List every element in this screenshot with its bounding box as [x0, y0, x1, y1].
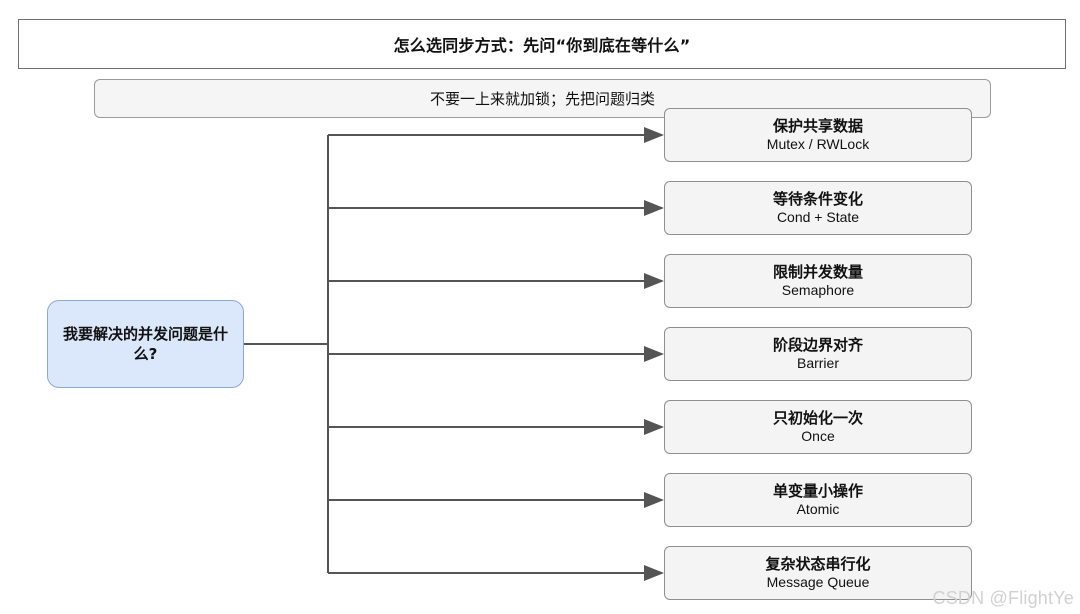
- branch-title-2: 等待条件变化: [772, 189, 863, 208]
- branch-box-3: 限制并发数量 Semaphore: [664, 254, 972, 308]
- branch-title-7: 复杂状态串行化: [765, 554, 871, 573]
- branch-box-6: 单变量小操作 Atomic: [664, 473, 972, 527]
- branch-subtitle-6: Atomic: [796, 501, 840, 518]
- branch-box-7: 复杂状态串行化 Message Queue: [664, 546, 972, 600]
- branch-box-1: 保护共享数据 Mutex / RWLock: [664, 108, 972, 162]
- branch-box-4: 阶段边界对齐 Barrier: [664, 327, 972, 381]
- branch-title-3: 限制并发数量: [772, 262, 863, 281]
- branch-subtitle-7: Message Queue: [766, 574, 870, 591]
- title-box: 怎么选同步方式：先问“你到底在等什么”: [18, 19, 1066, 69]
- branch-subtitle-3: Semaphore: [781, 282, 855, 299]
- branch-subtitle-1: Mutex / RWLock: [766, 136, 870, 153]
- branch-box-5: 只初始化一次 Once: [664, 400, 972, 454]
- branch-box-2: 等待条件变化 Cond + State: [664, 181, 972, 235]
- branch-subtitle-2: Cond + State: [776, 209, 860, 226]
- branch-subtitle-5: Once: [801, 428, 835, 445]
- root-question-box: 我要解决的并发问题是什 么?: [47, 300, 244, 388]
- branch-title-5: 只初始化一次: [772, 408, 863, 427]
- page-subtitle: 不要一上来就加锁；先把问题归类: [429, 90, 655, 108]
- branch-title-6: 单变量小操作: [772, 481, 863, 500]
- branch-subtitle-4: Barrier: [796, 355, 839, 372]
- branch-title-1: 保护共享数据: [772, 116, 863, 135]
- page-title: 怎么选同步方式：先问“你到底在等什么”: [393, 36, 691, 55]
- watermark: CSDN @FlightYe: [932, 588, 1074, 608]
- branch-title-4: 阶段边界对齐: [772, 335, 863, 354]
- root-question-text: 我要解决的并发问题是什 么?: [62, 324, 228, 363]
